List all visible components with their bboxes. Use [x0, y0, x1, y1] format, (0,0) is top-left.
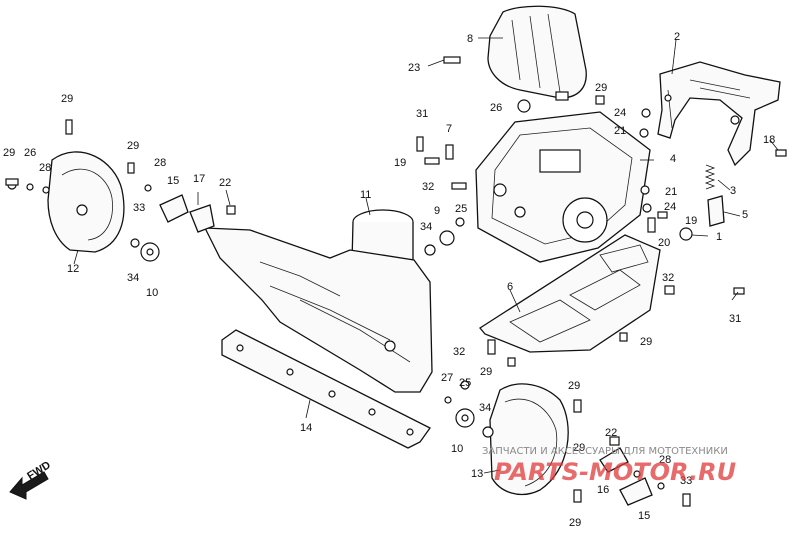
callout-31-top: 31: [416, 108, 428, 120]
callout-14: 14: [300, 422, 312, 434]
callout-26-left: 26: [24, 147, 36, 159]
callout-34-mid: 34: [420, 221, 432, 233]
callout-29-c: 29: [127, 140, 139, 152]
part-2-bracket: [657, 61, 781, 167]
part-15-clip-left: [159, 194, 189, 223]
callout-29-g: 29: [568, 380, 580, 392]
callout-17: 17: [193, 173, 205, 185]
callout-29-f: 29: [480, 366, 492, 378]
part-12-left-cover: [47, 151, 125, 253]
callout-3: 3: [730, 185, 736, 197]
part-13-right-cover: [489, 383, 569, 495]
callout-29-b: 29: [3, 147, 15, 159]
callout-6: 6: [507, 281, 513, 293]
callout-13: 13: [471, 468, 483, 480]
callout-22-left: 22: [219, 177, 231, 189]
callout-28-mid: 28: [154, 157, 166, 169]
callout-34-left: 34: [127, 272, 139, 284]
callout-10-left: 10: [146, 287, 158, 299]
hardware: [5, 56, 787, 507]
watermark-brand-logo: PARTS-MOTOR.RU: [494, 458, 736, 486]
part-3-spring: [704, 164, 716, 190]
callout-32-right: 32: [662, 272, 674, 284]
part-8-top-cover: [487, 5, 587, 101]
callout-29-d: 29: [595, 82, 607, 94]
callout-32-top: 32: [422, 181, 434, 193]
callout-29-a: 29: [61, 93, 73, 105]
callout-29-e: 29: [640, 336, 652, 348]
watermark-caption: ЗАПЧАСТИ И АКСЕССУАРЫ ДЛЯ МОТОТЕХНИКИ: [482, 446, 728, 457]
callout-28-left: 28: [39, 162, 51, 174]
part-11-chute: [203, 209, 433, 393]
callout-23: 23: [408, 62, 420, 74]
callout-32-bottom: 32: [453, 346, 465, 358]
callout-9: 9: [434, 205, 440, 217]
callout-11: 11: [360, 189, 371, 201]
fwd-marker: FWD: [9, 459, 53, 500]
part-4-housing: [475, 111, 651, 263]
callout-19-left: 19: [394, 157, 406, 169]
callout-7: 7: [446, 123, 452, 135]
callout-25-bottom: 25: [459, 377, 471, 389]
callout-29-h: 29: [573, 442, 585, 454]
callout-29-i: 29: [569, 517, 581, 529]
callout-21-top: 21: [614, 125, 626, 137]
callout-24-mid: 24: [664, 201, 676, 213]
part-15-clip-right: [619, 477, 653, 506]
part-16-clip: [599, 447, 629, 473]
callout-34-bottom: 34: [479, 402, 491, 414]
callout-33-left: 33: [133, 202, 145, 214]
callout-22-right: 22: [605, 427, 617, 439]
callout-18: 18: [763, 134, 775, 146]
callout-10-right: 10: [451, 443, 463, 455]
part-6-bottom-plate: [479, 234, 661, 353]
callout-5: 5: [742, 209, 748, 221]
callout-31-right: 31: [729, 313, 741, 325]
callout-33-right: 33: [680, 475, 692, 487]
callout-2: 2: [674, 31, 680, 43]
callout-24-top: 24: [614, 107, 626, 119]
callout-20: 20: [658, 237, 670, 249]
callout-21-mid: 21: [665, 186, 677, 198]
callout-19-right: 19: [685, 215, 697, 227]
part-17-bracket: [189, 204, 215, 233]
part-5-tab: [707, 195, 725, 227]
callout-15-left: 15: [167, 175, 179, 187]
callout-12: 12: [67, 263, 79, 275]
callout-8: 8: [467, 33, 473, 45]
callout-15-right: 15: [638, 510, 650, 522]
watermark: ЗАПЧАСТИ И АКСЕССУАРЫ ДЛЯ МОТОТЕХНИКИ PA…: [482, 446, 736, 486]
callout-16: 16: [597, 484, 609, 496]
callout-28-right: 28: [659, 454, 671, 466]
callout-26-top: 26: [490, 102, 502, 114]
callout-27: 27: [441, 372, 453, 384]
callout-4: 4: [670, 153, 676, 165]
leader-lines: [73, 37, 779, 474]
callout-25-top: 25: [455, 203, 467, 215]
callout-labels: 1 2 3 4 5 6 7 8 9 10 10 11 12 13 14 15 1…: [3, 31, 775, 529]
callout-1: 1: [716, 231, 722, 243]
part-1-cap: [679, 227, 693, 241]
part-14-plate: [221, 329, 431, 449]
